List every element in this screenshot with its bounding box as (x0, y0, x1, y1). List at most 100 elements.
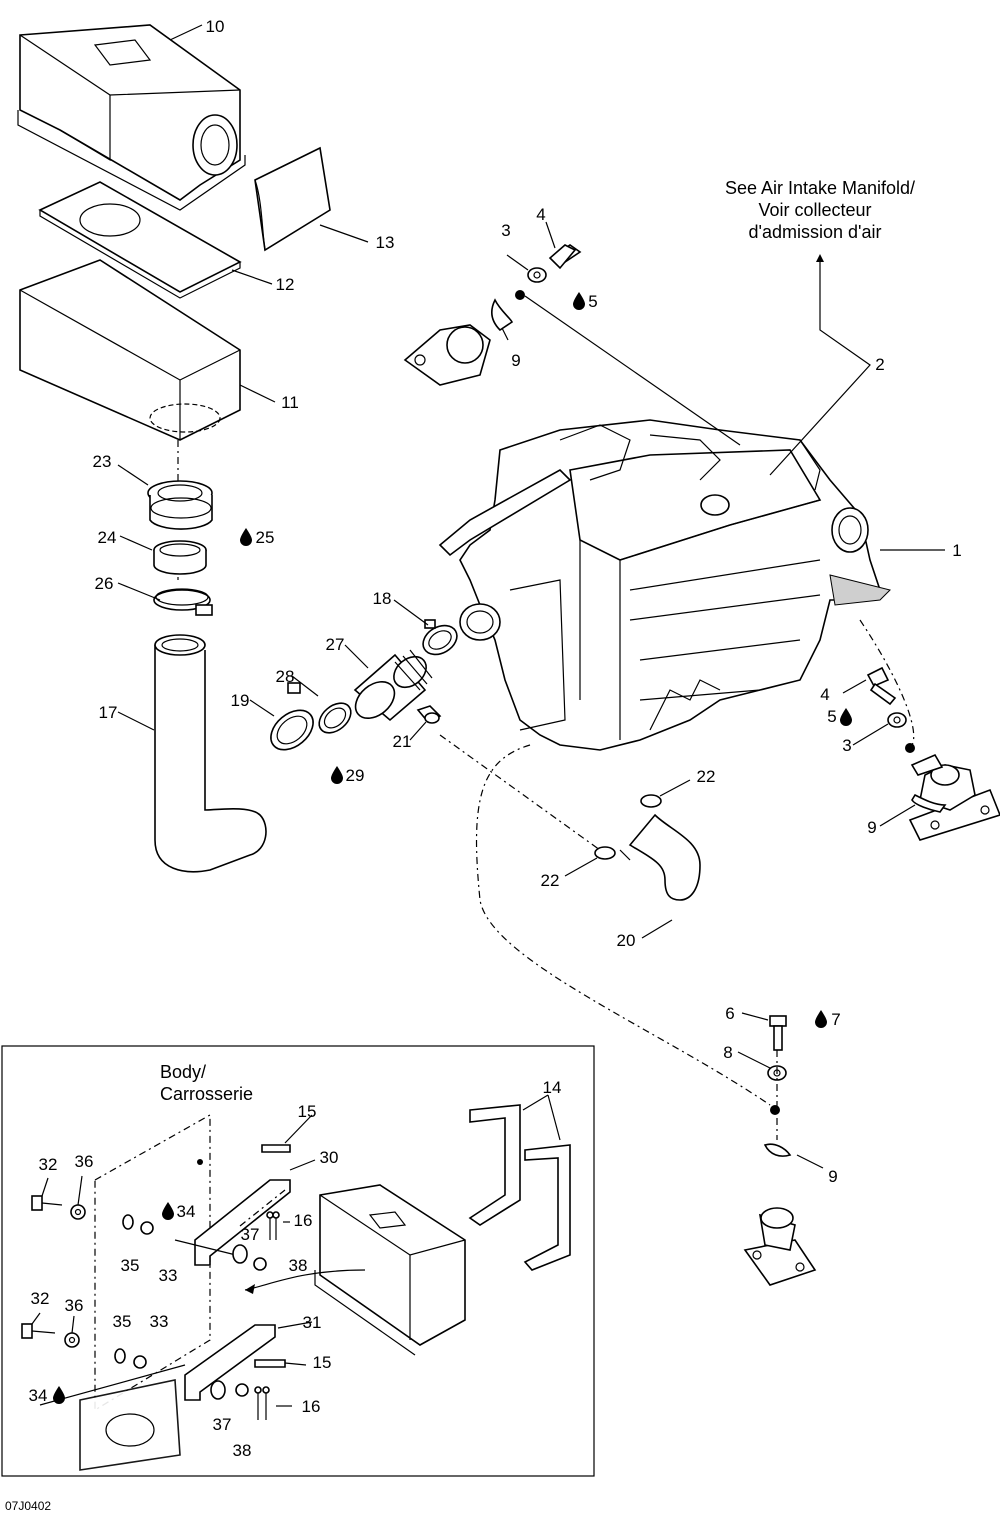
callout-22-lower: 22 (541, 871, 560, 890)
washer-part-35-upper (122, 1214, 134, 1230)
callout-23: 23 (93, 452, 112, 471)
callout-3-top: 3 (501, 221, 510, 240)
washer-part-36-lower (64, 1332, 80, 1348)
callout-10: 10 (206, 17, 225, 36)
droplet-icon (573, 292, 585, 310)
bolt-part-4-right (866, 666, 897, 706)
callout-4-top: 4 (536, 205, 545, 224)
rivet-part-16-lower (254, 1386, 270, 1420)
callout-21: 21 (393, 732, 412, 751)
engine-mount-part-9-right (908, 764, 1000, 841)
air-box-cover-part-10 (17, 24, 246, 211)
nut-part-33-upper (140, 1221, 154, 1235)
callout-12: 12 (276, 275, 295, 294)
clamp-part-22-upper (640, 794, 662, 808)
callout-37-lower: 37 (213, 1415, 232, 1434)
screw-part-32-lower (21, 1323, 56, 1339)
callout-17: 17 (99, 703, 118, 722)
callout-15-upper: 15 (298, 1102, 317, 1121)
callout-34-lower: 34 (29, 1386, 48, 1405)
callout-5-right: 5 (827, 707, 836, 726)
dot-icon (197, 1159, 203, 1165)
air-box-seal-part-13 (254, 146, 331, 252)
callout-36-upper: 36 (75, 1152, 94, 1171)
callout-32-lower: 32 (31, 1289, 50, 1308)
note-title-line-2: Voir collecteur (758, 200, 871, 220)
note-title-line-3: d'admission d'air (749, 222, 882, 242)
callout-26: 26 (95, 574, 114, 593)
droplet-icon (331, 766, 343, 784)
dot-icon (905, 743, 915, 753)
callout-32-upper: 32 (39, 1155, 58, 1174)
leader-lines (31, 24, 945, 1407)
callout-13: 13 (376, 233, 395, 252)
intake-boot-part-27 (353, 649, 433, 722)
callout-9-bottom: 9 (828, 1167, 837, 1186)
washer-part-37-lower (210, 1380, 226, 1400)
callout-5-top: 5 (588, 292, 597, 311)
callout-1: 1 (952, 541, 961, 560)
air-box-base-part-11 (19, 259, 241, 441)
callout-14: 14 (543, 1078, 562, 1097)
callout-37-upper: 37 (241, 1225, 260, 1244)
callout-16-upper: 16 (294, 1211, 313, 1230)
clamp-part-18 (422, 619, 458, 656)
washer-part-3-right (887, 712, 907, 728)
washer-part-37-upper (232, 1244, 248, 1264)
callout-35-upper: 35 (121, 1256, 140, 1275)
callout-2: 2 (875, 355, 884, 374)
dot-icon (515, 290, 525, 300)
droplet-icon (815, 1010, 827, 1028)
nut-part-33-lower (133, 1355, 147, 1369)
callout-8: 8 (723, 1043, 732, 1062)
adaptor-part-23 (147, 480, 213, 530)
callout-11: 11 (281, 393, 299, 412)
hose-clamp-part-26 (153, 588, 213, 616)
callout-9-right: 9 (867, 818, 876, 837)
callout-34-upper: 34 (177, 1202, 196, 1221)
washer-part-35-lower (114, 1348, 126, 1364)
body-label-line-1: Body/ (160, 1062, 206, 1082)
fitting-part-21 (416, 705, 442, 724)
callout-38-lower: 38 (233, 1441, 252, 1460)
callout-9-top: 9 (511, 351, 520, 370)
washer-part-36-upper (70, 1204, 86, 1220)
droplet-icon (840, 708, 852, 726)
diagram-code: 07J0402 (5, 1499, 51, 1513)
dot-icon (770, 1105, 780, 1115)
callout-38-upper: 38 (289, 1256, 308, 1275)
callout-22-upper: 22 (697, 767, 716, 786)
callout-labels: 10 13 12 11 23 24 25 26 17 18 27 28 19 2… (29, 17, 962, 1460)
screw-part-32-upper (31, 1195, 63, 1211)
nut-part-38-upper (253, 1257, 267, 1271)
ring-part-24 (153, 540, 207, 575)
callout-24: 24 (98, 528, 117, 547)
gasket-part-12 (38, 181, 242, 299)
rivet-part-16-upper (266, 1211, 280, 1240)
callout-25: 25 (256, 528, 275, 547)
callout-3-right: 3 (842, 736, 851, 755)
callout-30: 30 (320, 1148, 339, 1167)
ring-part-28 (318, 702, 352, 734)
callout-6: 6 (725, 1004, 734, 1023)
droplet-icon (53, 1386, 65, 1404)
intake-hose-part-17 (154, 634, 267, 873)
callout-35-lower: 35 (113, 1312, 132, 1331)
engine-part-1 (438, 419, 891, 751)
callout-33-upper: 33 (159, 1266, 178, 1285)
callout-20: 20 (617, 931, 636, 950)
callout-16-lower: 16 (302, 1397, 321, 1416)
clamp-part-22-lower (594, 846, 616, 860)
arrow-up-icon (816, 254, 824, 262)
washer-part-3-top (527, 267, 547, 283)
leader-part-2 (769, 262, 871, 476)
vent-hose-part-20 (619, 813, 701, 901)
bolt-part-4-top (548, 244, 582, 270)
callout-27: 27 (326, 635, 345, 654)
callout-33-lower: 33 (150, 1312, 169, 1331)
body-label-line-2: Carrosserie (160, 1084, 253, 1104)
callout-28: 28 (276, 667, 295, 686)
callout-36-lower: 36 (65, 1296, 84, 1315)
callout-29: 29 (346, 766, 365, 785)
